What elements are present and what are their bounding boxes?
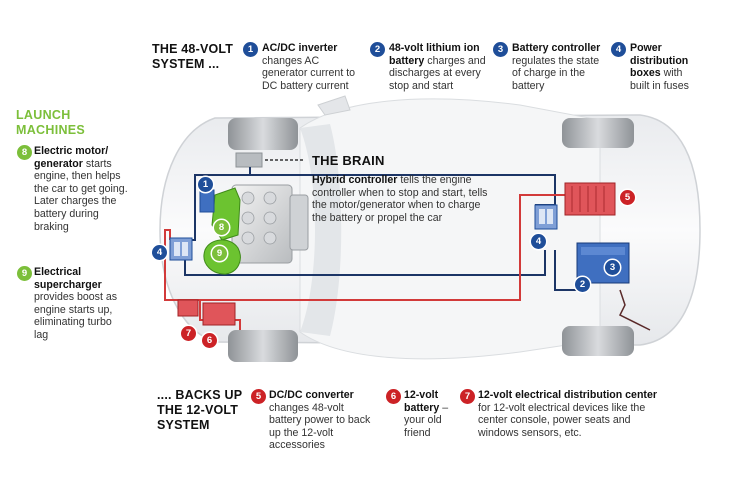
12v-battery: [202, 302, 236, 326]
tire-rear-top: [562, 118, 634, 148]
callout-8-text: starts engine, then helps the car to get…: [34, 157, 128, 233]
callout-badge-2: 2: [370, 42, 385, 57]
inverter-box: [199, 189, 215, 213]
callout-badge-7: 7: [460, 389, 475, 404]
callout-7-text: for 12-volt electrical devices like the …: [478, 401, 646, 439]
windshield: [300, 124, 342, 336]
diagram-badge-3: 3: [605, 260, 620, 275]
diagram-badge-6: 6: [202, 333, 217, 348]
backs-up-title: .... BACKS UP THE 12-VOLT SYSTEM: [157, 388, 257, 433]
launch-title: LAUNCH MACHINES: [16, 108, 126, 138]
callout-6-title: 12-volt battery: [404, 389, 440, 414]
callout-9: Electrical supercharger provides boost a…: [34, 266, 128, 342]
callout-1: AC/DC inverter changes AC generator curr…: [262, 42, 362, 92]
side-mirror: [317, 95, 351, 116]
callout-9-text: provides boost as engine starts up, elim…: [34, 291, 118, 341]
callout-8: Electric motor/ generator starts engine,…: [34, 145, 128, 233]
callout-badge-3: 3: [493, 42, 508, 57]
rear-distribution-box: [534, 204, 558, 230]
callout-3-title: Battery controller: [512, 42, 601, 54]
brain-description-text: tells the engine controller when to stop…: [312, 174, 488, 224]
callout-badge-1: 1: [243, 42, 258, 57]
callout-badge-8: 8: [17, 145, 32, 160]
callout-4: Power distribution boxes with built in f…: [630, 42, 702, 92]
callout-badge-6: 6: [386, 389, 401, 404]
backs-up-title-line1: .... BACKS UP: [157, 388, 243, 402]
wire-navy-battery: [554, 250, 585, 291]
callout-6-text: – your old friend: [404, 401, 449, 439]
callout-5-text: changes 48-volt battery power to back up…: [269, 401, 371, 452]
brain-label: THE BRAIN: [312, 153, 385, 168]
engine-block: [231, 184, 293, 264]
system-title-line1: THE 48-VOLT: [152, 42, 234, 56]
callout-2: 48-volt lithium ion battery charges and …: [389, 42, 495, 92]
diagram-badge-8: 8: [214, 220, 229, 235]
system-title: THE 48-VOLT SYSTEM ...: [152, 42, 252, 72]
front-distribution-box: [169, 237, 193, 261]
diagram-badge-4-rear: 4: [531, 234, 546, 249]
diagram-badge-1: 1: [198, 177, 213, 192]
launch-title-line2: MACHINES: [16, 123, 86, 137]
diagram-badge-2: 2: [575, 277, 590, 292]
callout-3: Battery controller regulates the state o…: [512, 42, 608, 92]
callout-7-title: 12-volt electrical distribution center: [478, 389, 657, 401]
callout-4-title: Power distribution boxes: [630, 42, 689, 80]
system-title-line2: SYSTEM ...: [152, 57, 220, 71]
callout-5-title: DC/DC converter: [269, 389, 354, 401]
callout-1-text: changes AC generator current to DC batte…: [262, 54, 356, 92]
tire-front-top: [228, 118, 298, 150]
tire-rear-bottom: [562, 326, 634, 356]
backs-up-title-line3: SYSTEM: [157, 418, 210, 432]
diagram-badge-5: 5: [620, 190, 635, 205]
callout-3-text: regulates the state of charge in the bat…: [512, 54, 600, 92]
wire-red-loop: [164, 194, 570, 301]
callout-8-title: Electric motor/ generator: [34, 145, 109, 170]
diagram-badge-7: 7: [181, 326, 196, 341]
diagram-badge-4-front: 4: [152, 245, 167, 260]
callout-badge-5: 5: [251, 389, 266, 404]
tire-front-bottom: [228, 330, 298, 362]
hybrid-controller-box: [235, 152, 263, 168]
engine-head: [289, 194, 309, 251]
callout-4-text: with built in fuses: [630, 67, 689, 92]
callout-9-title: Electrical supercharger: [34, 266, 102, 291]
wire-red-rear: [618, 289, 651, 331]
callout-2-title: 48-volt lithium ion battery: [389, 42, 480, 67]
callout-2-text: charges and discharges at every stop and…: [389, 54, 486, 92]
callout-badge-4: 4: [611, 42, 626, 57]
diagram-badge-9: 9: [212, 246, 227, 261]
brain-description: Hybrid controller tells the engine contr…: [312, 174, 490, 224]
dcdc-converter: [564, 182, 616, 216]
wire-navy-bottom: [184, 250, 546, 276]
callout-1-title: AC/DC inverter: [262, 42, 338, 54]
callout-6: 12-volt battery – your old friend: [404, 389, 456, 439]
brain-description-title: Hybrid controller: [312, 174, 398, 186]
launch-title-line1: LAUNCH: [16, 108, 71, 122]
callout-badge-9: 9: [17, 266, 32, 281]
12v-distribution-center: [177, 299, 199, 317]
callout-7: 12-volt electrical distribution center f…: [478, 389, 658, 439]
callout-5: DC/DC converter changes 48-volt battery …: [269, 389, 379, 452]
backs-up-title-line2: THE 12-VOLT: [157, 403, 239, 417]
